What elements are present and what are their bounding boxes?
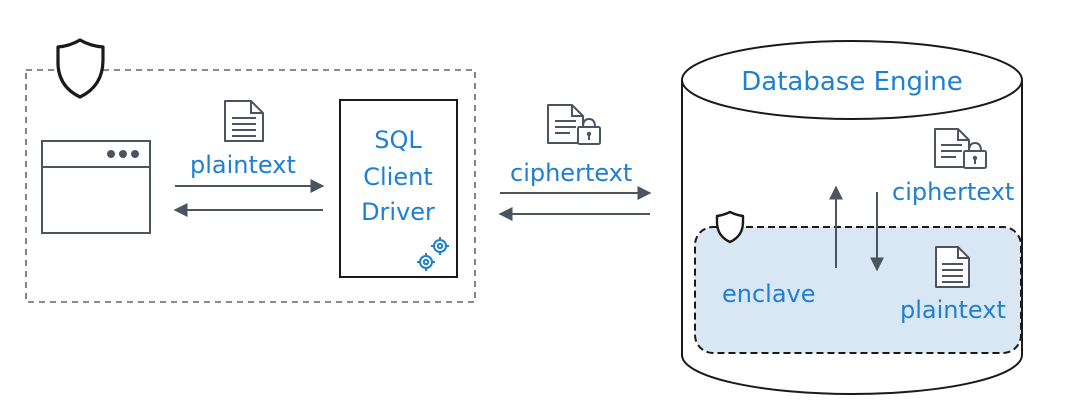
client-trust-boundary (25, 69, 476, 303)
driver-label-sql: SQL (374, 126, 422, 154)
ciphertext-label-transit: ciphertext (510, 159, 632, 187)
locked-document-icon (934, 128, 987, 169)
shield-icon (56, 38, 105, 99)
locked-document-icon (547, 104, 601, 145)
plaintext-label-enclave: plaintext (900, 296, 1006, 324)
enclave-label: enclave (722, 280, 816, 308)
ciphertext-label-database: ciphertext (892, 178, 1014, 206)
plaintext-label-client: plaintext (190, 151, 296, 179)
database-engine-label: Database Engine (741, 67, 962, 97)
document-icon (224, 100, 264, 142)
gears-icon (417, 237, 449, 271)
driver-label-driver: Driver (361, 198, 435, 226)
shield-icon (715, 210, 745, 244)
document-icon (935, 246, 970, 288)
driver-label-client: Client (363, 163, 432, 191)
browser-window-icon (41, 140, 151, 234)
